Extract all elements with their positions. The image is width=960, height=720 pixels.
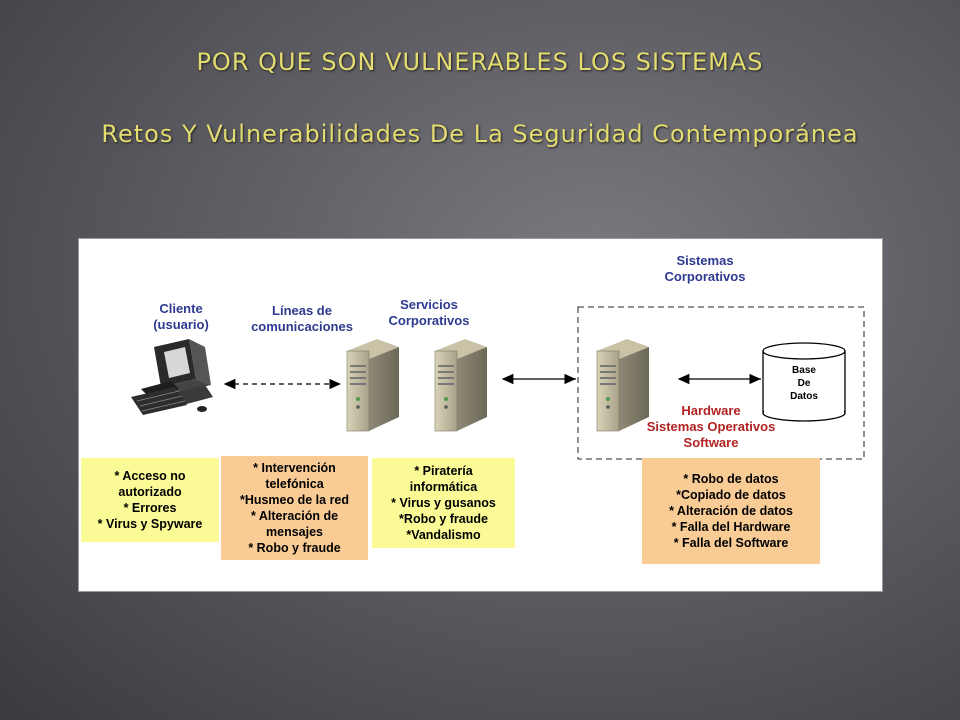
client-label: Cliente(usuario) [153,301,209,332]
database-cylinder-icon [762,342,846,422]
hardware-stack-label: Hardware Sistemas Operativos Software [646,403,776,450]
systems-risks-box: * Robo de datos*Copiado de datos * Alter… [642,458,820,564]
diagram-graphics [131,306,865,460]
server-icon [434,339,487,432]
desktop-computer-icon [131,339,213,415]
server-icon [346,339,399,432]
slide-title: POR QUE SON VULNERABLES LOS SISTEMAS [196,48,764,76]
slide-subtitle: Retos Y Vulnerabilidades De La Seguridad… [101,120,859,148]
server-icon [596,339,649,432]
